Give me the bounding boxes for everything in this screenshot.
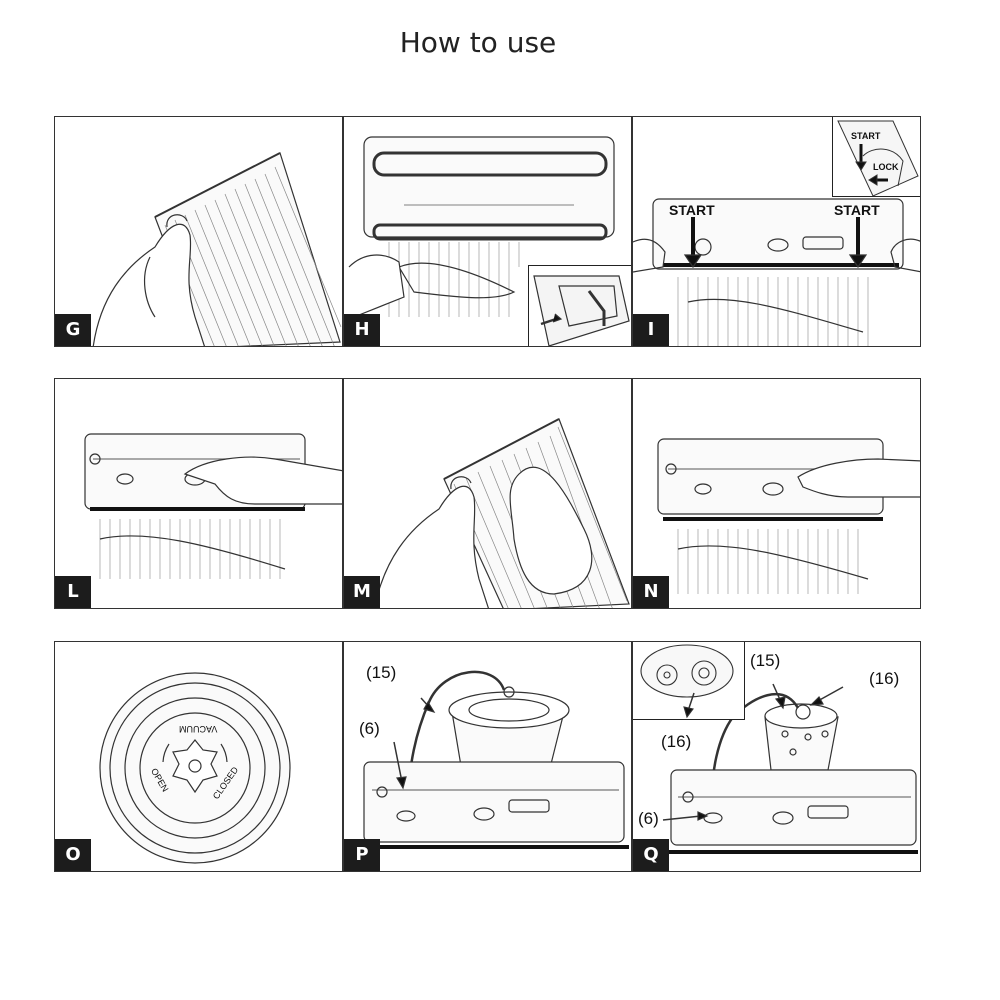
step-tag-p: P xyxy=(344,839,380,871)
panel-m: M xyxy=(343,378,632,609)
step-tag-l: L xyxy=(55,576,91,608)
bag-holding-illustration xyxy=(92,152,342,346)
bag-insert-illustration xyxy=(348,136,615,318)
dial-vacuum-label: VACUUM xyxy=(179,724,218,734)
lid-inset xyxy=(528,265,631,346)
panel-g: G xyxy=(54,116,343,347)
panel-p: (15) (6) P xyxy=(343,641,632,872)
hose-canister-illustration xyxy=(359,670,629,849)
start-label-right: START xyxy=(834,202,880,218)
hose-bottle-illustration xyxy=(662,683,918,854)
cap-label-16: (16) xyxy=(869,669,900,688)
inset-start-label: START xyxy=(851,131,881,141)
step-tag-q: Q xyxy=(633,839,669,871)
press-start-illustration xyxy=(633,198,920,346)
step-tag-n: N xyxy=(633,576,669,608)
press-button-illustration xyxy=(84,433,342,579)
canister-lid-illustration xyxy=(99,672,291,864)
panel-q: (15) (16) (6) (16) Q xyxy=(632,641,921,872)
page-title: How to use xyxy=(399,26,557,59)
panel-h: H xyxy=(343,116,632,347)
hose-label-15: (15) xyxy=(750,651,781,670)
step-tag-g: G xyxy=(55,314,91,346)
inset-label-16: (16) xyxy=(661,732,692,751)
sealed-bag-illustration xyxy=(373,418,630,608)
port-label-6: (6) xyxy=(359,719,380,738)
port-label-6: (6) xyxy=(638,809,659,828)
panel-l: L xyxy=(54,378,343,609)
step-tag-o: O xyxy=(55,839,91,871)
hose-label-15: (15) xyxy=(366,663,397,682)
step-tag-i: I xyxy=(633,314,669,346)
start-label-left: START xyxy=(669,202,715,218)
start-lock-inset: START LOCK xyxy=(832,117,920,197)
panel-o: VACUUM OPEN CLOSED O xyxy=(54,641,343,872)
step-tag-m: M xyxy=(344,576,380,608)
panel-n: N xyxy=(632,378,921,609)
panel-i: START START START LOCK I xyxy=(632,116,921,347)
seal-button-illustration xyxy=(657,438,920,594)
step-tag-h: H xyxy=(344,314,380,346)
inset-lock-label: LOCK xyxy=(873,162,899,172)
cap-detail-inset xyxy=(633,642,745,720)
